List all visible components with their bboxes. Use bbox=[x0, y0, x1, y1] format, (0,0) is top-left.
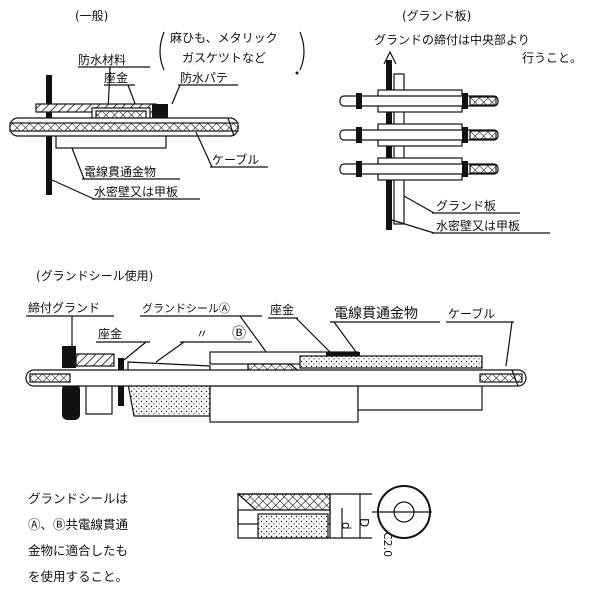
seal-detail-outline bbox=[237, 493, 331, 539]
seal-cable-label: ケーブル bbox=[448, 306, 495, 321]
seal-note-line-1: グランドシールは bbox=[28, 491, 129, 506]
gland-cable-core-3 bbox=[469, 164, 497, 174]
waterproof-putty-label: 防水パテ bbox=[180, 70, 228, 85]
gland-plate bbox=[393, 73, 405, 225]
cable-core bbox=[9, 122, 239, 132]
note-bracket-right bbox=[299, 31, 305, 71]
seal-note-line-2: Ⓐ、Ⓑ共電線貫通 bbox=[28, 517, 129, 532]
gland-cable-1 bbox=[339, 95, 499, 107]
gland-seal-a-label: グランドシールⒶ bbox=[142, 301, 230, 315]
note-bracket-left bbox=[159, 31, 165, 71]
gland-plate-label: グランド板 bbox=[436, 199, 496, 213]
gland-plate-section: (グランド板) グランドの締付は中央部より 行うこと。 bbox=[339, 9, 582, 234]
seal-detail-lower bbox=[257, 513, 329, 539]
gland-nut-left-3 bbox=[356, 161, 362, 177]
seal-through-fitting-label: 電線貫通金物 bbox=[334, 306, 418, 322]
dim-c: C2.0 bbox=[381, 532, 394, 557]
general-note-2: ガスケツトなど bbox=[182, 51, 266, 65]
general-note-1: 麻ひも、メタリック bbox=[170, 30, 278, 45]
gland-nut-right-1 bbox=[462, 93, 468, 109]
gland-nut-left-2 bbox=[356, 127, 362, 143]
gland-nut-left-1 bbox=[356, 93, 362, 109]
waterproof-material-label: 防水材料 bbox=[78, 52, 126, 67]
seal-note-line-3: 金物に適合したも bbox=[28, 543, 129, 558]
seal-fitting-dotted bbox=[299, 355, 483, 369]
dim-d: d bbox=[339, 522, 353, 530]
gland-plate-instruction-1: グランドの締付は中央部より bbox=[374, 32, 530, 47]
general-section: (一般) 麻ひも、メタリック ガスケツトなど 防水材料 座金 防水パテ ケーブル… bbox=[9, 8, 305, 200]
tightening-gland-body bbox=[85, 383, 113, 415]
tightening-gland-nut-bottom bbox=[62, 384, 80, 420]
seal-cable-sheath bbox=[25, 369, 527, 387]
gland-row-1 bbox=[339, 89, 499, 113]
seal-cable-core-left bbox=[29, 373, 71, 383]
wall-arrow bbox=[383, 50, 397, 65]
dim-D: D bbox=[357, 518, 371, 527]
gland-seal-section: (グランドシール使用) 締付グランド グランドシールⒶ 座金 電線貫通金物 ケー… bbox=[25, 268, 527, 423]
gland-seal-b-lower bbox=[127, 383, 211, 417]
seal-cable-core-right bbox=[479, 373, 523, 383]
gland-plate-leader bbox=[403, 195, 435, 214]
general-title: (一般) bbox=[75, 8, 108, 23]
seal-cable-end-mark bbox=[511, 369, 519, 387]
gland-cable-2 bbox=[339, 129, 499, 141]
gland-seal-b-label: Ⓑ bbox=[232, 326, 246, 342]
gland-nut-right-2 bbox=[462, 127, 468, 143]
note-dot bbox=[295, 71, 299, 75]
cable-label: ケーブル bbox=[212, 152, 259, 167]
cable-leader bbox=[195, 131, 213, 168]
gland-cable-core-1 bbox=[469, 96, 497, 106]
washer-top-label: 座金 bbox=[270, 302, 294, 317]
seal-fitting-bottom bbox=[209, 385, 359, 423]
ditto-mark: 〃 bbox=[196, 327, 208, 341]
gland-seal-title: (グランドシール使用) bbox=[36, 268, 153, 283]
washer-left-label: 座金 bbox=[98, 326, 122, 341]
seal-fitting-tail bbox=[357, 385, 483, 411]
tightening-gland-nut-top bbox=[62, 346, 76, 368]
gland-cable-3 bbox=[339, 163, 499, 175]
gland-seal-b-leader bbox=[155, 341, 185, 363]
through-fitting-leader bbox=[71, 147, 85, 180]
tightening-gland-flange bbox=[75, 353, 115, 367]
gland-plate-bulkhead-leader bbox=[391, 219, 435, 234]
seal-through-fitting-leader bbox=[333, 321, 357, 353]
gland-plate-bulkhead-label: 水密壁又は甲板 bbox=[436, 218, 520, 233]
gland-plate-instruction-2: 行うこと。 bbox=[522, 51, 582, 65]
seal-note-line-4: を使用すること。 bbox=[28, 569, 129, 584]
washer-leader bbox=[127, 84, 137, 107]
gland-row-2 bbox=[339, 123, 499, 147]
gland-row-3 bbox=[339, 157, 499, 181]
seal-detail-upper bbox=[236, 493, 331, 511]
gland-plate-title: (グランド板) bbox=[402, 9, 471, 23]
seal-cable-leader bbox=[505, 321, 513, 367]
gland-nut-right-3 bbox=[462, 161, 468, 177]
general-bulkhead-leader bbox=[51, 179, 95, 200]
waterproof-putty-leader bbox=[171, 84, 181, 105]
cable-end-mark bbox=[227, 117, 235, 137]
tightening-gland-label: 締付グランド bbox=[28, 300, 100, 315]
washer-top-leader bbox=[295, 317, 331, 353]
general-bulkhead-label: 水密壁又は甲板 bbox=[94, 184, 178, 199]
washer-label: 座金 bbox=[104, 70, 128, 85]
washer-left-leader bbox=[123, 341, 147, 361]
through-fitting-label: 電線貫通金物 bbox=[84, 164, 156, 179]
gland-cable-core-2 bbox=[469, 130, 497, 140]
seal-detail-section: d D C2.0 bbox=[236, 485, 432, 557]
